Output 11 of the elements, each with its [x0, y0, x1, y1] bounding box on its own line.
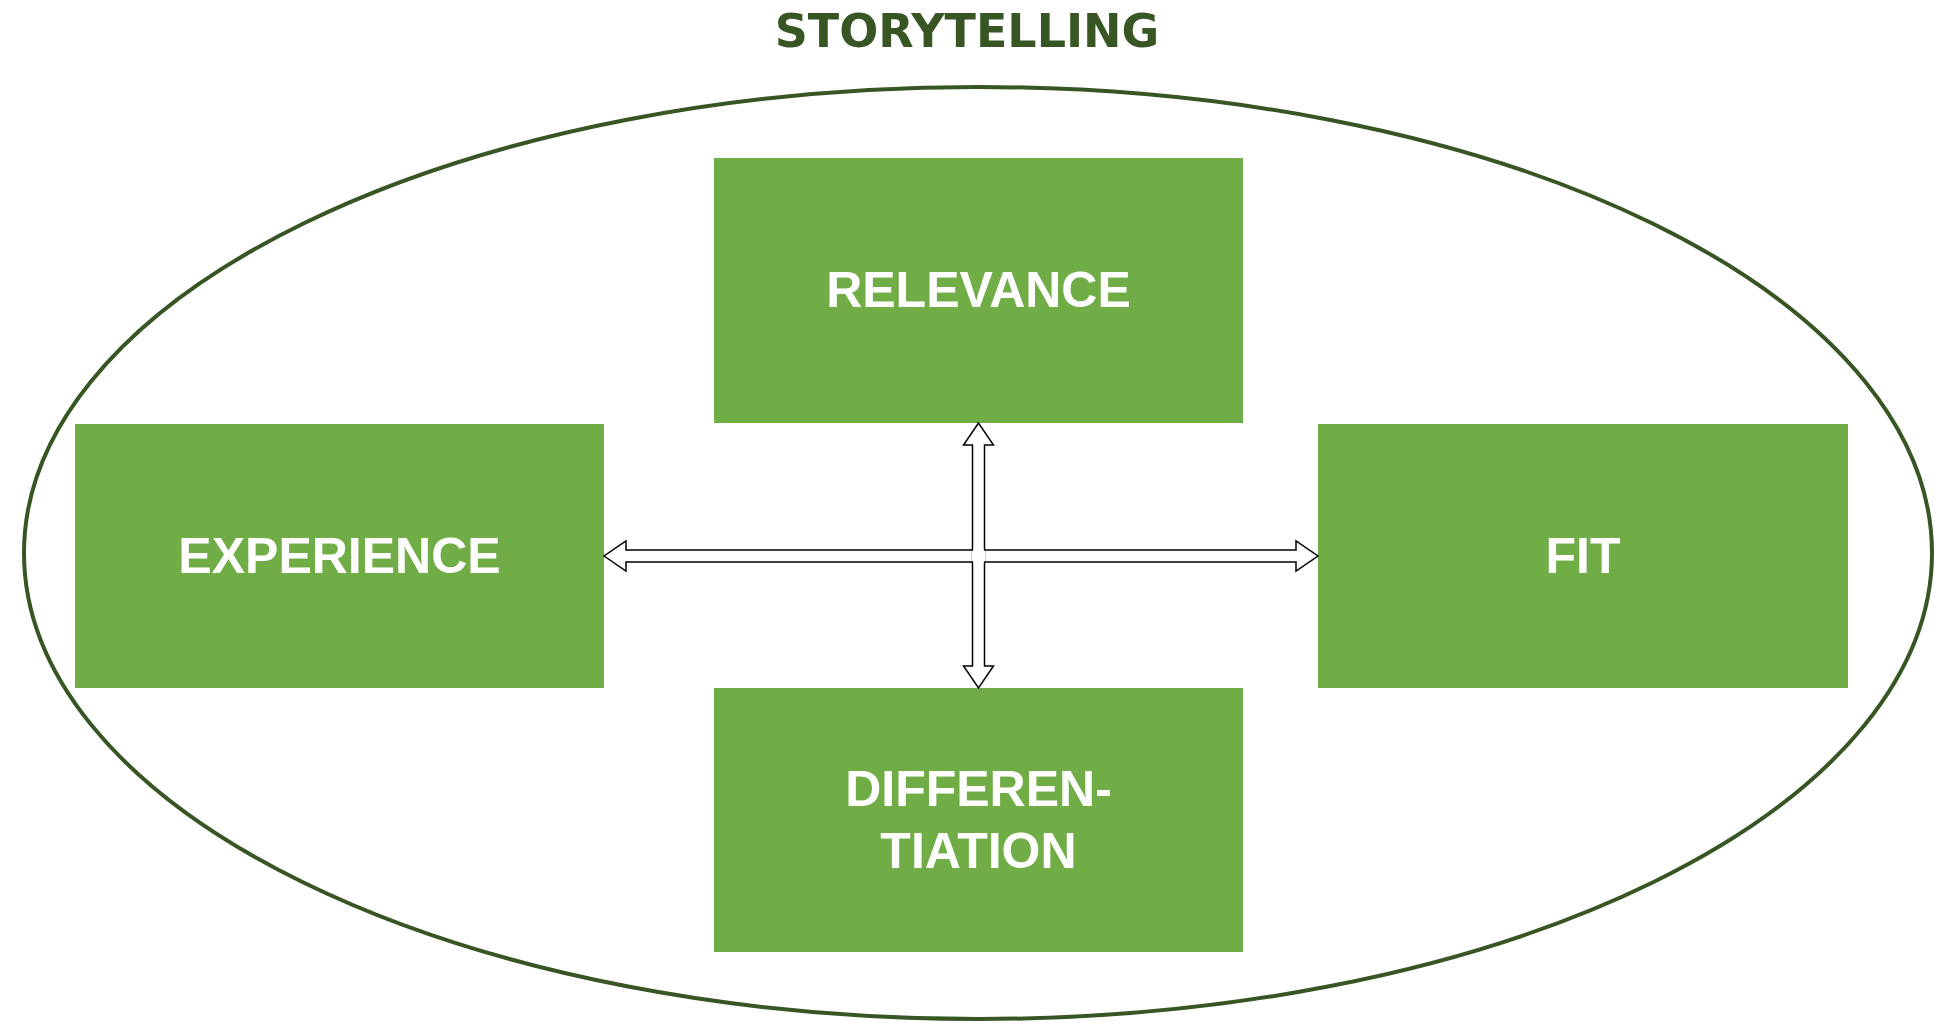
- box-label: RELEVANCE: [826, 261, 1131, 321]
- heading-text: STORYTELLING: [774, 8, 1160, 54]
- box-label: EXPERIENCE: [178, 526, 501, 586]
- concept-box: [75, 424, 604, 688]
- concept-box: [714, 688, 1243, 952]
- double-arrow: [962, 421, 995, 690]
- concept-box: [1318, 424, 1848, 688]
- double-arrow: [602, 539, 1320, 573]
- box-label: FIT: [1545, 526, 1621, 586]
- box-label: DIFFEREN- TIATION: [844, 759, 1113, 881]
- concept-box: [714, 158, 1243, 423]
